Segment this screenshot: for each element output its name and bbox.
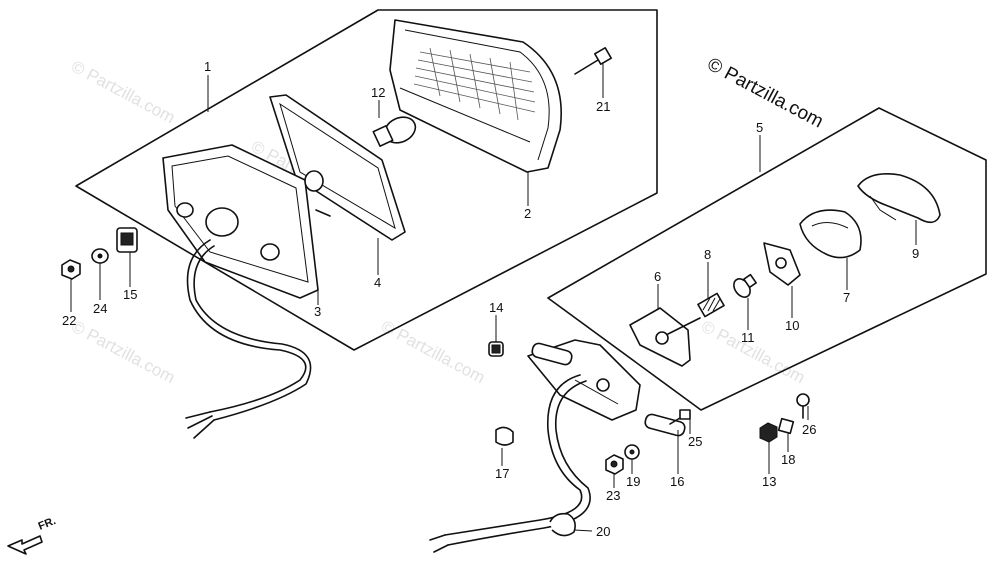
part-label-1: 1 — [204, 59, 211, 74]
part-label-4: 4 — [374, 275, 381, 290]
grommet-part-15 — [116, 227, 138, 253]
wire-harness-right-b — [447, 380, 591, 546]
screw-part-21 — [574, 47, 612, 75]
part-label-23: 23 — [606, 488, 620, 503]
assembly-box-1 — [75, 9, 658, 351]
cover-part-9 — [857, 173, 941, 224]
part-label-22: 22 — [62, 313, 76, 328]
grommet-part-14 — [488, 341, 504, 357]
socket-part-6 — [629, 307, 701, 367]
spring-part-8 — [697, 292, 725, 318]
part-label-25: 25 — [688, 434, 702, 449]
nut-part-22 — [61, 259, 81, 280]
part-label-20: 20 — [596, 524, 610, 539]
bolt-part-19 — [624, 444, 640, 460]
watermark: © Partzilla.com — [68, 317, 178, 388]
housing-part-3 — [162, 144, 331, 299]
part-label-8: 8 — [704, 247, 711, 262]
screw-part-25 — [669, 409, 691, 425]
cap-part-17 — [495, 426, 514, 446]
part-label-24: 24 — [93, 301, 107, 316]
part-label-7: 7 — [843, 290, 850, 305]
part-number-labels: 1 2 3 4 5 6 7 8 9 10 11 12 13 14 15 16 1… — [62, 59, 919, 539]
bracket-part-16 — [527, 339, 686, 437]
front-direction-label: FR. — [37, 515, 58, 533]
wire-ends-left — [185, 411, 215, 439]
lens-part-7 — [799, 209, 862, 259]
part-label-12: 12 — [371, 85, 385, 100]
watermark: © Partzilla.com — [378, 317, 488, 388]
part-label-16: 16 — [670, 474, 684, 489]
washer-part-24 — [91, 248, 109, 264]
part-label-15: 15 — [123, 287, 137, 302]
wire-ends-right — [429, 534, 449, 553]
wire-harness-right — [444, 374, 583, 536]
leader-lines — [70, 62, 917, 532]
part-label-6: 6 — [654, 269, 661, 284]
part-label-11: 11 — [741, 330, 755, 345]
part-label-3: 3 — [314, 304, 321, 319]
part-label-14: 14 — [489, 300, 503, 315]
watermark: © Partzilla.com — [68, 57, 178, 128]
nut-part-13 — [759, 422, 778, 443]
part-label-9: 9 — [912, 246, 919, 261]
part-label-21: 21 — [596, 99, 610, 114]
part-label-5: 5 — [756, 120, 763, 135]
washer-part-18 — [777, 417, 795, 435]
holder-part-10 — [763, 242, 801, 286]
part-label-18: 18 — [781, 452, 795, 467]
lens-part-2 — [389, 19, 562, 173]
part-label-10: 10 — [785, 318, 799, 333]
wire-harness-left — [186, 239, 307, 413]
nut-part-23 — [605, 454, 624, 475]
bulb-part-11 — [733, 273, 757, 298]
assembly-box-5 — [547, 107, 987, 411]
copyright-label: © Partzilla.com — [704, 54, 827, 133]
part-label-19: 19 — [626, 474, 640, 489]
part-label-17: 17 — [495, 466, 509, 481]
part-label-26: 26 — [802, 422, 816, 437]
wire-harness-left-b — [193, 245, 312, 421]
front-direction-arrow: FR. — [7, 515, 58, 555]
part-label-2: 2 — [524, 206, 531, 221]
clamp-part-20 — [549, 512, 576, 537]
bulb-part-12 — [372, 116, 417, 148]
part-label-13: 13 — [762, 474, 776, 489]
screw-part-26 — [796, 393, 810, 419]
